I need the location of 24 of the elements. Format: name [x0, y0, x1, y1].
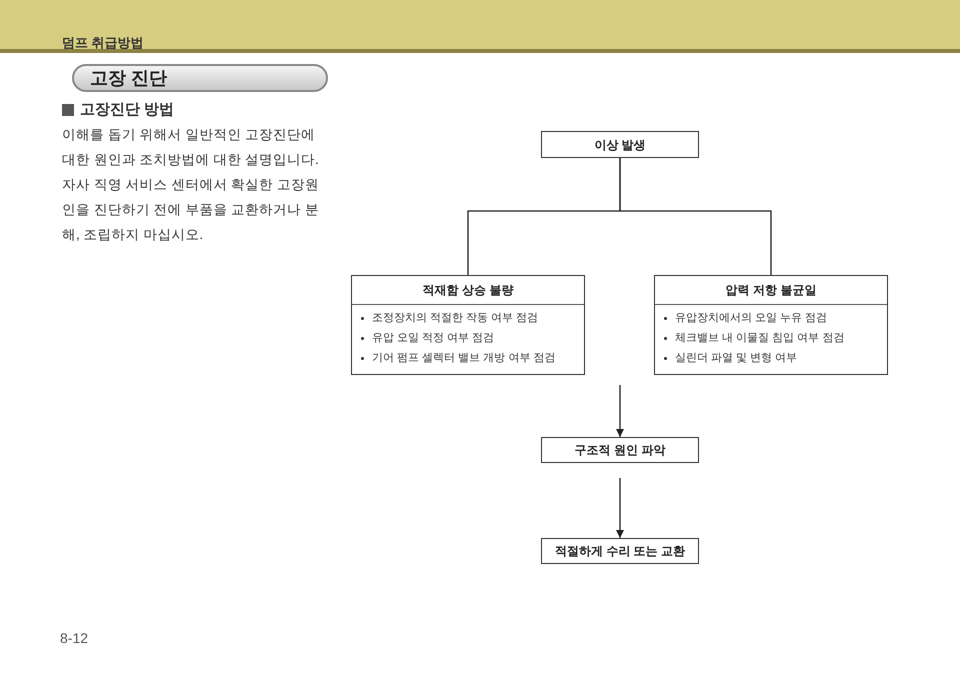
- section-title-pill: 고장 진단: [72, 64, 328, 92]
- check-item: 체크밸브 내 이물질 침입 여부 점검: [675, 331, 844, 346]
- check-item: 유압장치에서의 오일 누유 점검: [675, 311, 828, 326]
- page-number: 8-12: [60, 629, 88, 648]
- connector-line: [619, 158, 772, 275]
- header-title: 덤프 취급방법: [62, 34, 144, 52]
- check-item: 유압 오일 적정 여부 점검: [372, 331, 494, 346]
- panel-heading: 적재함 상승 불량: [352, 276, 584, 305]
- box-label: 이상 발생: [594, 136, 646, 154]
- box-label: 구조적 원인 파악: [574, 442, 666, 459]
- process-box: [541, 538, 699, 564]
- check-box-panel: [351, 275, 585, 375]
- check-box-panel: [654, 275, 888, 375]
- process-box: [541, 131, 699, 158]
- arrow: [616, 478, 624, 538]
- section-heading: 고장진단 방법: [80, 100, 174, 120]
- box-label: 적절하게 수리 또는 교환: [554, 543, 685, 560]
- check-item: 조정장치의 적절한 작동 여부 점검: [372, 311, 538, 326]
- arrow: [616, 385, 624, 437]
- check-item: 실린더 파열 및 변형 여부: [675, 351, 798, 366]
- process-box: [541, 437, 699, 463]
- paragraph: 이해를 돕기 위해서 일반적인 고장진단에 대한 원인과 조치방법에 대한 설명입니다. 자사 직영 서비스 센터에서 확실한 고장원인을 진단하기 전에 부품을 교환하거나 분해, 조립하지 마십시오.: [62, 126, 320, 244]
- panel-heading: 압력 저항 불균일: [655, 276, 887, 305]
- check-item: 기어 펌프 셀렉터 밸브 개방 여부 점검: [372, 351, 556, 366]
